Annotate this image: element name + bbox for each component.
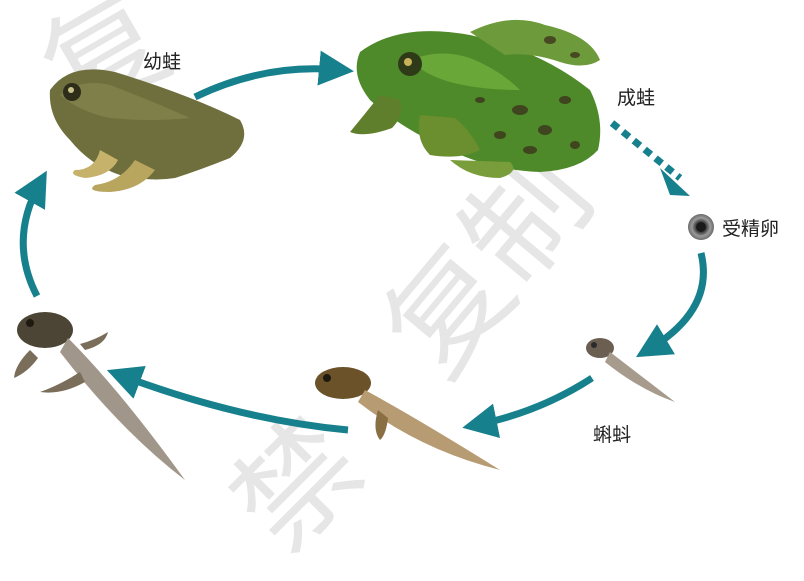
cycle-artwork bbox=[0, 0, 804, 496]
arrow-froglet-to-adult bbox=[195, 69, 340, 97]
young-tadpole-image bbox=[586, 338, 675, 402]
label-fertilized-egg: 受精卵 bbox=[722, 214, 779, 241]
frog-life-cycle-diagram: 复 复制 禁 bbox=[0, 0, 804, 496]
arrow-adult-to-egg-dashed bbox=[612, 123, 690, 196]
fertilized-egg-image bbox=[688, 214, 714, 240]
arrow-older-tadpole-to-legged-tadpole bbox=[120, 375, 348, 430]
arrow-tadpole-to-older-tadpole bbox=[476, 378, 592, 425]
arrow-legged-tadpole-to-froglet bbox=[23, 183, 40, 296]
arrow-egg-to-tadpole bbox=[648, 253, 703, 350]
tadpole-with-legs-image bbox=[315, 367, 500, 470]
tadpole-with-four-legs-image bbox=[14, 312, 185, 480]
label-adult-frog: 成蛙 bbox=[617, 83, 655, 110]
adult-frog-image bbox=[350, 20, 600, 178]
label-tadpole: 蝌蚪 bbox=[593, 420, 631, 447]
label-froglet: 幼蛙 bbox=[143, 47, 181, 74]
